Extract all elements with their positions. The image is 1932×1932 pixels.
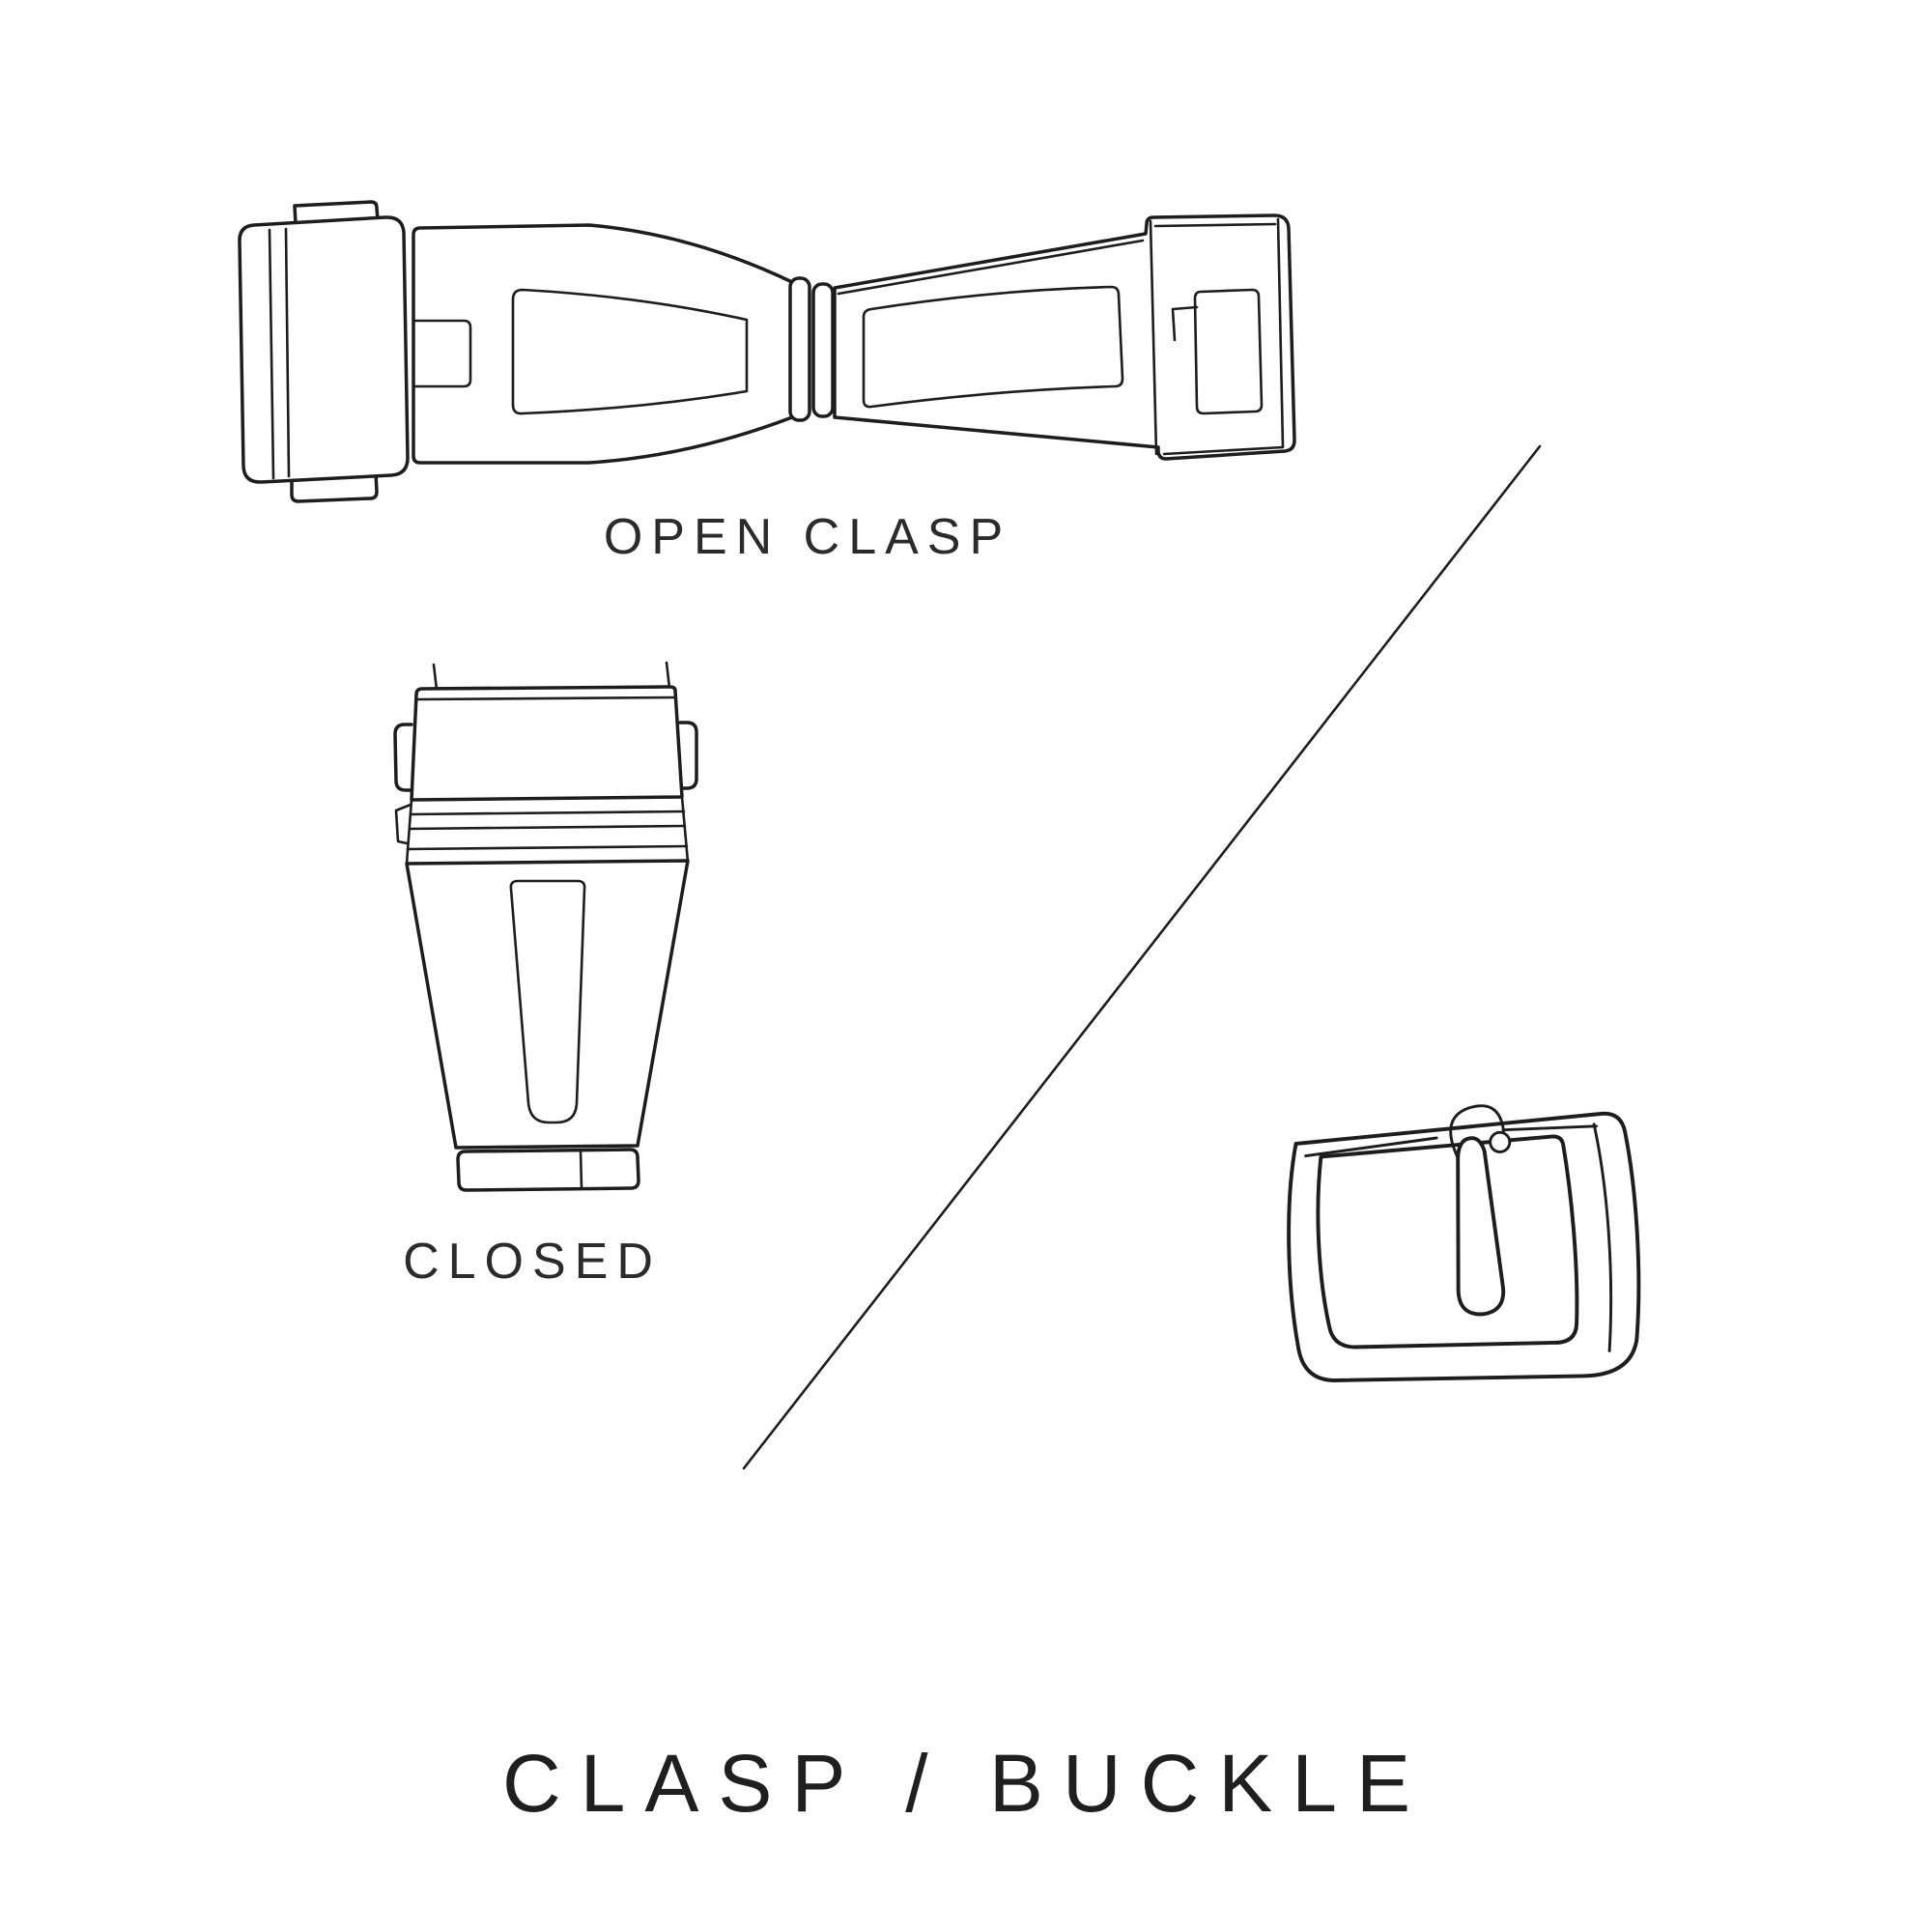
page-title: CLASP / BUCKLE — [501, 1738, 1431, 1829]
buckle-drawing — [1287, 1104, 1641, 1382]
closed-clasp-drawing — [393, 661, 698, 1192]
open-clasp-drawing — [238, 200, 1296, 503]
closed-clasp-caption: CLOSED — [403, 1234, 662, 1290]
open-clasp-caption: OPEN CLASP — [603, 509, 1012, 565]
diagonal-divider-line — [742, 444, 1542, 1470]
